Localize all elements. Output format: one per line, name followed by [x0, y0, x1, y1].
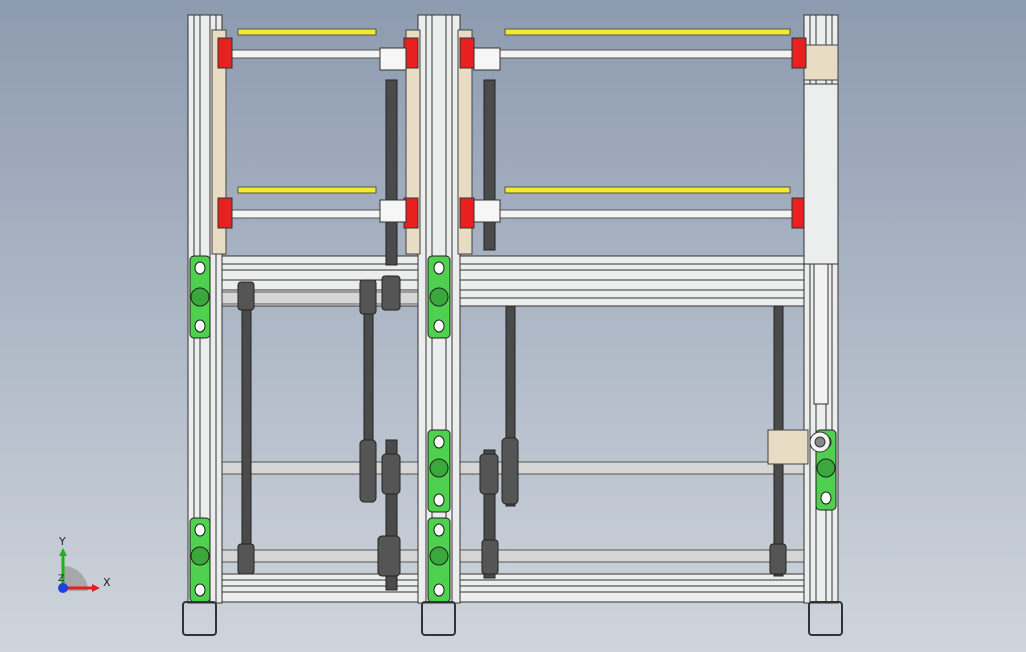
- frame-feet: [182, 601, 843, 636]
- carriage-blocks: [379, 47, 501, 223]
- triad-shading: [63, 566, 88, 591]
- z-axis-dot: [58, 583, 68, 593]
- bearing-left-top: [189, 255, 211, 339]
- bearing-middle-bottom: [427, 517, 451, 603]
- bearings: [189, 255, 837, 603]
- frame-horizontal-beams: [204, 255, 816, 603]
- bearing-middle-mid: [427, 429, 451, 513]
- axis-triad: X Y Z: [58, 535, 111, 593]
- bearing-middle-top: [427, 255, 451, 339]
- x-axis-label: X: [103, 576, 111, 589]
- bearing-left-bottom: [189, 517, 211, 603]
- red-sliders: [217, 37, 807, 229]
- x-axis-arrowhead: [92, 584, 100, 592]
- y-axis-label: Y: [58, 535, 66, 548]
- z-axis-label: Z: [58, 574, 64, 584]
- pulleys: [237, 275, 787, 577]
- yellow-rails: [231, 28, 795, 219]
- air-cylinder: [803, 83, 839, 453]
- y-axis-arrowhead: [59, 548, 67, 556]
